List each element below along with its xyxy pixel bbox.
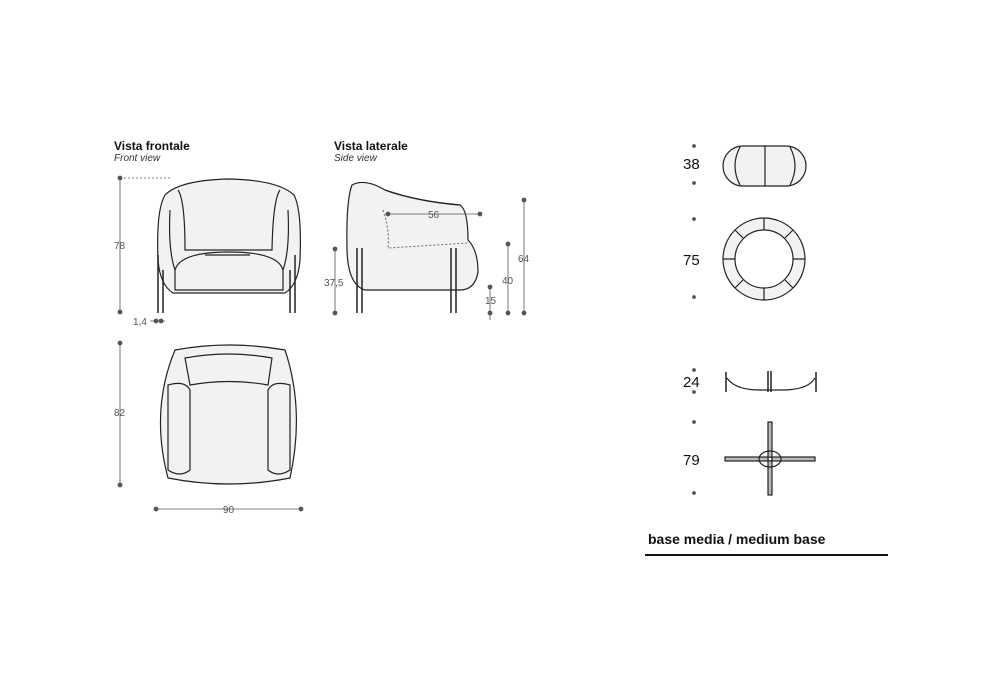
dimension-labels: 78 1,4 82 90 56 37,5 15 40 64 38 75 24 7… bbox=[114, 156, 700, 516]
caption-underline bbox=[645, 554, 888, 556]
front-view-title: Vista frontale bbox=[114, 139, 190, 153]
medium-base-top-drawing bbox=[724, 421, 816, 496]
total-height-label: 64 bbox=[518, 254, 530, 265]
front-view-drawing bbox=[157, 178, 301, 313]
side-view-drawing bbox=[346, 181, 479, 313]
top-width-label: 90 bbox=[223, 505, 235, 516]
seat-depth-label: 56 bbox=[428, 210, 440, 221]
side-view-title: Vista laterale bbox=[334, 139, 408, 153]
top-depth-label: 82 bbox=[114, 408, 126, 419]
base-diameter-label: 75 bbox=[683, 252, 700, 269]
side-view-subtitle: Side view bbox=[334, 153, 377, 164]
base-height-label: 38 bbox=[683, 156, 700, 173]
front-height-label: 78 bbox=[114, 241, 126, 252]
leg-thickness-label: 1,4 bbox=[133, 317, 147, 328]
dimension-lines bbox=[117, 144, 696, 512]
arm-height-label: 40 bbox=[502, 276, 514, 287]
top-view-drawing bbox=[159, 344, 298, 485]
medium-base-width-label: 79 bbox=[683, 452, 700, 469]
base-top-drawing bbox=[722, 217, 806, 301]
medium-base-height-label: 24 bbox=[683, 374, 700, 391]
base-side-drawing bbox=[722, 145, 807, 187]
seat-height-label: 37,5 bbox=[324, 278, 344, 289]
base-caption: base media / medium base bbox=[648, 531, 826, 547]
medium-base-side-drawing bbox=[725, 371, 817, 392]
front-view-subtitle: Front view bbox=[114, 153, 161, 164]
clearance-label: 15 bbox=[485, 296, 497, 307]
